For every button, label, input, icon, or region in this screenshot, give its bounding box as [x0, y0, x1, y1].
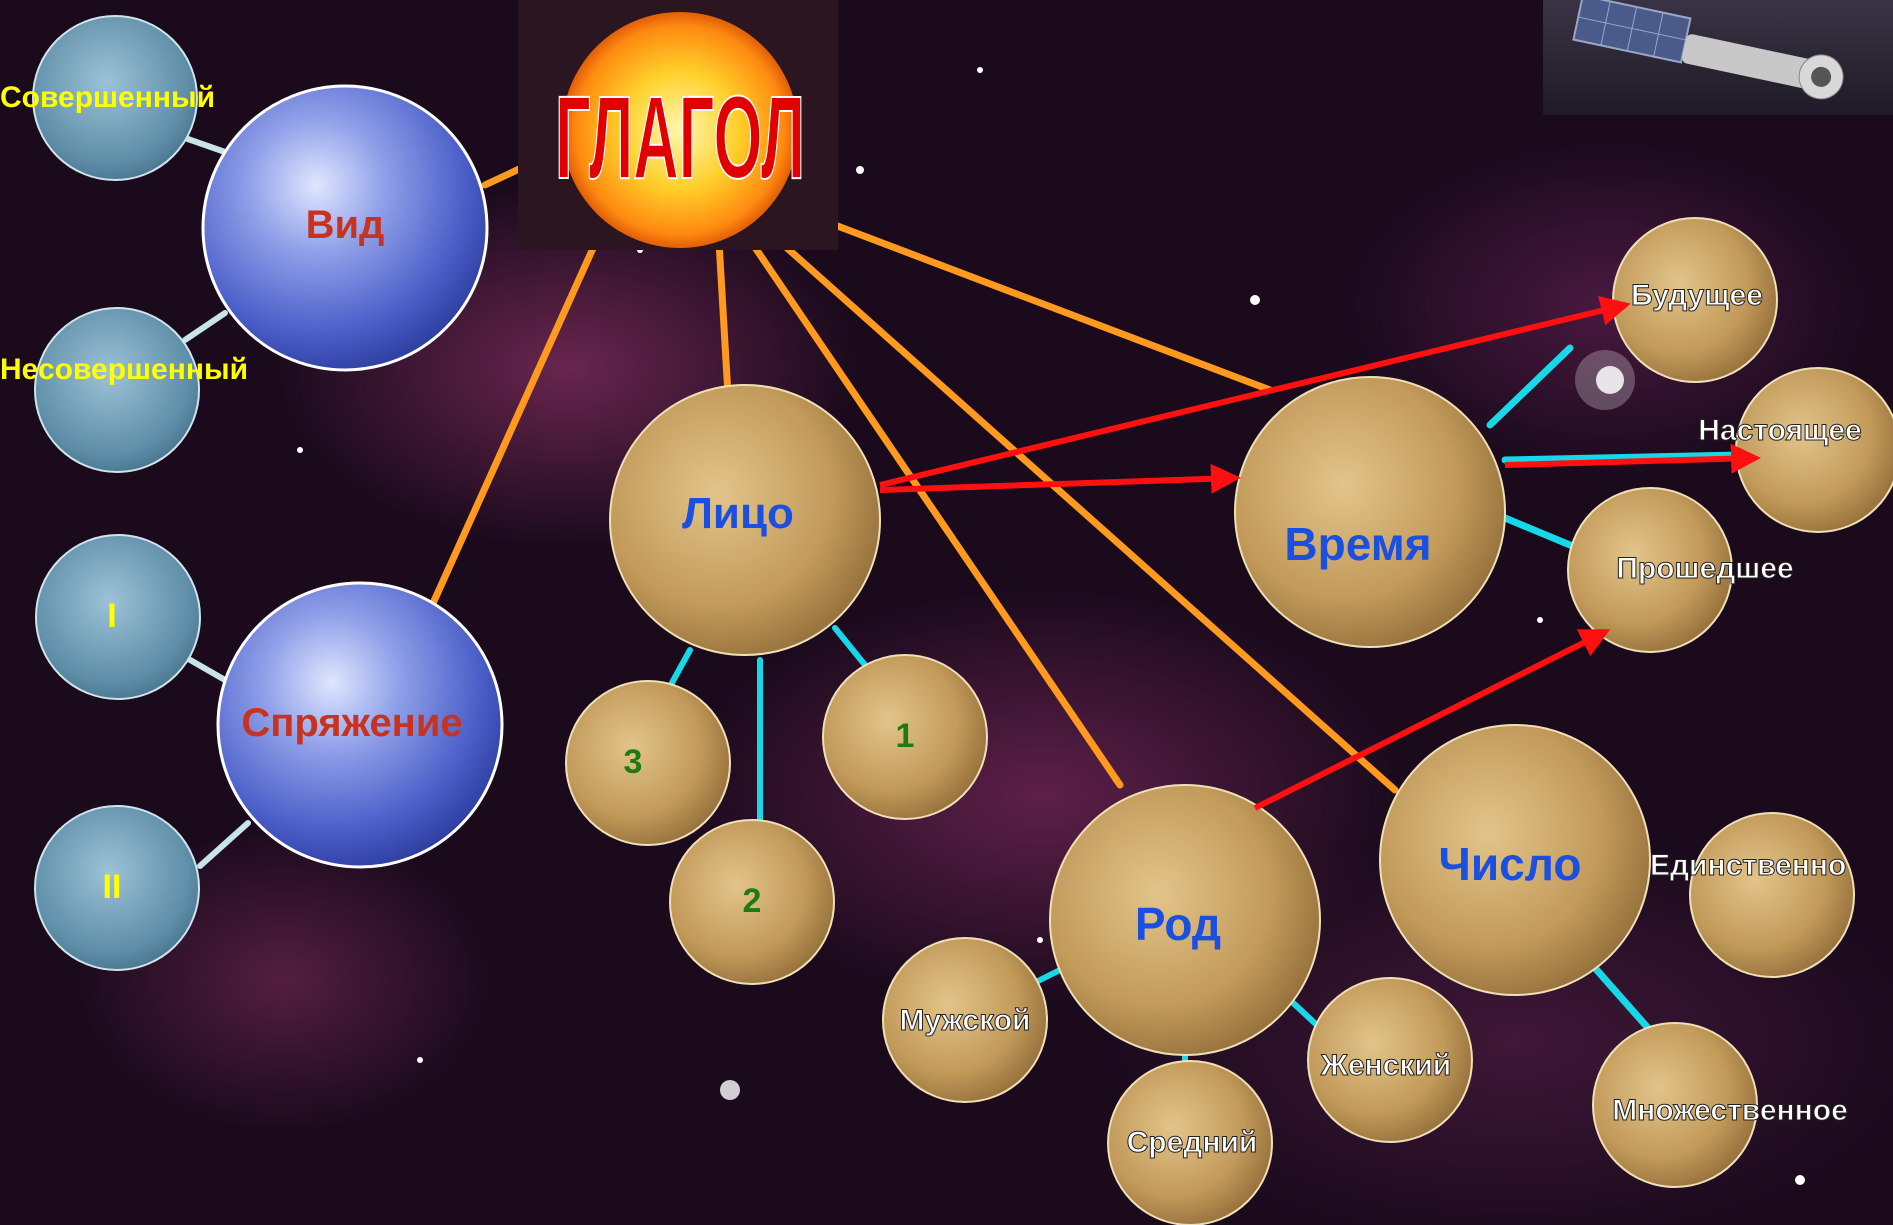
singular-label: Единственно [1650, 849, 1846, 882]
chislo-label: Число [1439, 838, 1582, 890]
conj-second-label: II [103, 868, 122, 906]
rod-label: Род [1135, 898, 1221, 950]
feminine-label: Женский [1320, 1049, 1452, 1082]
person-3-label: 3 [624, 743, 643, 781]
present-planet [1736, 368, 1893, 532]
page-title: ГЛАГОЛ [555, 72, 805, 204]
perfective-label: Совершенный [0, 81, 215, 114]
imperfective-label: Несовершенный [0, 353, 248, 386]
singular-planet [1690, 813, 1854, 977]
vremya-label: Время [1284, 518, 1431, 570]
person-2-label: 2 [743, 882, 762, 920]
conj-1-planet [36, 535, 200, 699]
vremya-planet [1235, 377, 1505, 647]
spryazhenie-label: Спряжение [241, 701, 462, 745]
past-label: Прошедшее [1616, 552, 1793, 585]
plural-label: Множественное [1612, 1094, 1848, 1127]
future-label: Будущее [1631, 279, 1763, 312]
litso-label: Лицо [682, 489, 794, 538]
person-3-planet [566, 681, 730, 845]
person-1-label: 1 [896, 717, 915, 755]
conj-first-label: I [107, 597, 116, 635]
vid-label: Вид [306, 203, 385, 247]
nesovershenny-planet [35, 308, 199, 472]
neuter-label: Средний [1127, 1126, 1258, 1159]
masculine-label: Мужской [900, 1004, 1031, 1037]
present-label: Настоящее [1698, 414, 1861, 447]
